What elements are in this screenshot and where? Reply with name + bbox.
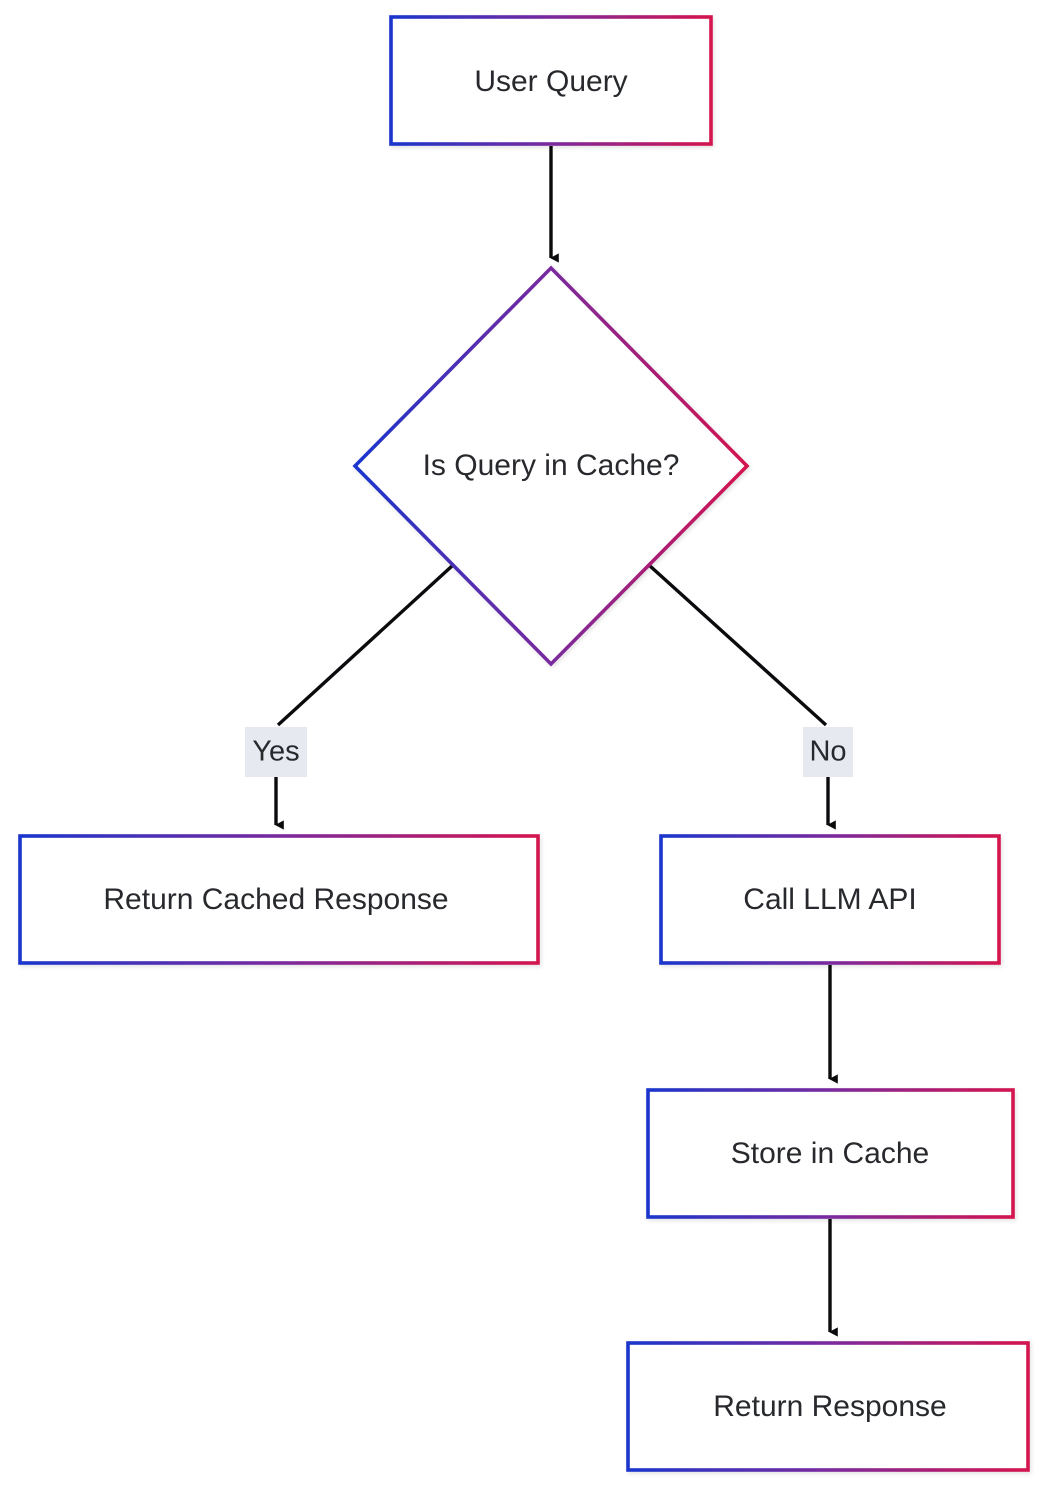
node-user-query[interactable]: User Query [389, 15, 713, 146]
node-return-cached-response-shape[interactable] [18, 834, 540, 965]
edge-label-no-background [803, 727, 853, 777]
edge-labels-layer: Yes No [245, 727, 853, 777]
node-return-response-label: Return Response [713, 1390, 946, 1423]
edge-decision-to-llm [648, 564, 836, 830]
node-user-query-shape[interactable] [389, 15, 713, 146]
edges-layer [274, 146, 838, 1337]
edge-line-diagonal [648, 564, 828, 727]
edge-label-yes: Yes [245, 727, 307, 777]
edge-label-yes-background [245, 727, 307, 777]
node-is-query-in-cache-label: Is Query in Cache? [423, 449, 680, 482]
node-return-cached-response-label: Return Cached Response [103, 883, 448, 916]
edge-line-diagonal [276, 564, 454, 727]
node-return-cached-response[interactable]: Return Cached Response [18, 834, 540, 965]
node-user-query-label: User Query [474, 65, 627, 98]
edge-decision-to-cached [274, 564, 454, 830]
edge-label-no-text: No [809, 736, 846, 768]
node-return-response-shape[interactable] [626, 1341, 1030, 1472]
node-is-query-in-cache[interactable]: Is Query in Cache? [352, 265, 750, 667]
node-call-llm-api-shape[interactable] [659, 834, 1001, 965]
node-return-response[interactable]: Return Response [626, 1341, 1030, 1472]
node-call-llm-api-label: Call LLM API [743, 883, 916, 916]
nodes-layer: User Query Is Query in Cache? Return Cac… [18, 15, 1030, 1472]
node-store-in-cache-label: Store in Cache [731, 1137, 929, 1170]
node-is-query-in-cache-shape[interactable] [352, 265, 750, 667]
node-store-in-cache[interactable]: Store in Cache [646, 1088, 1015, 1219]
node-call-llm-api[interactable]: Call LLM API [659, 834, 1001, 965]
edge-label-yes-text: Yes [252, 736, 299, 768]
node-store-in-cache-shape[interactable] [646, 1088, 1015, 1219]
edge-label-no: No [803, 727, 853, 777]
